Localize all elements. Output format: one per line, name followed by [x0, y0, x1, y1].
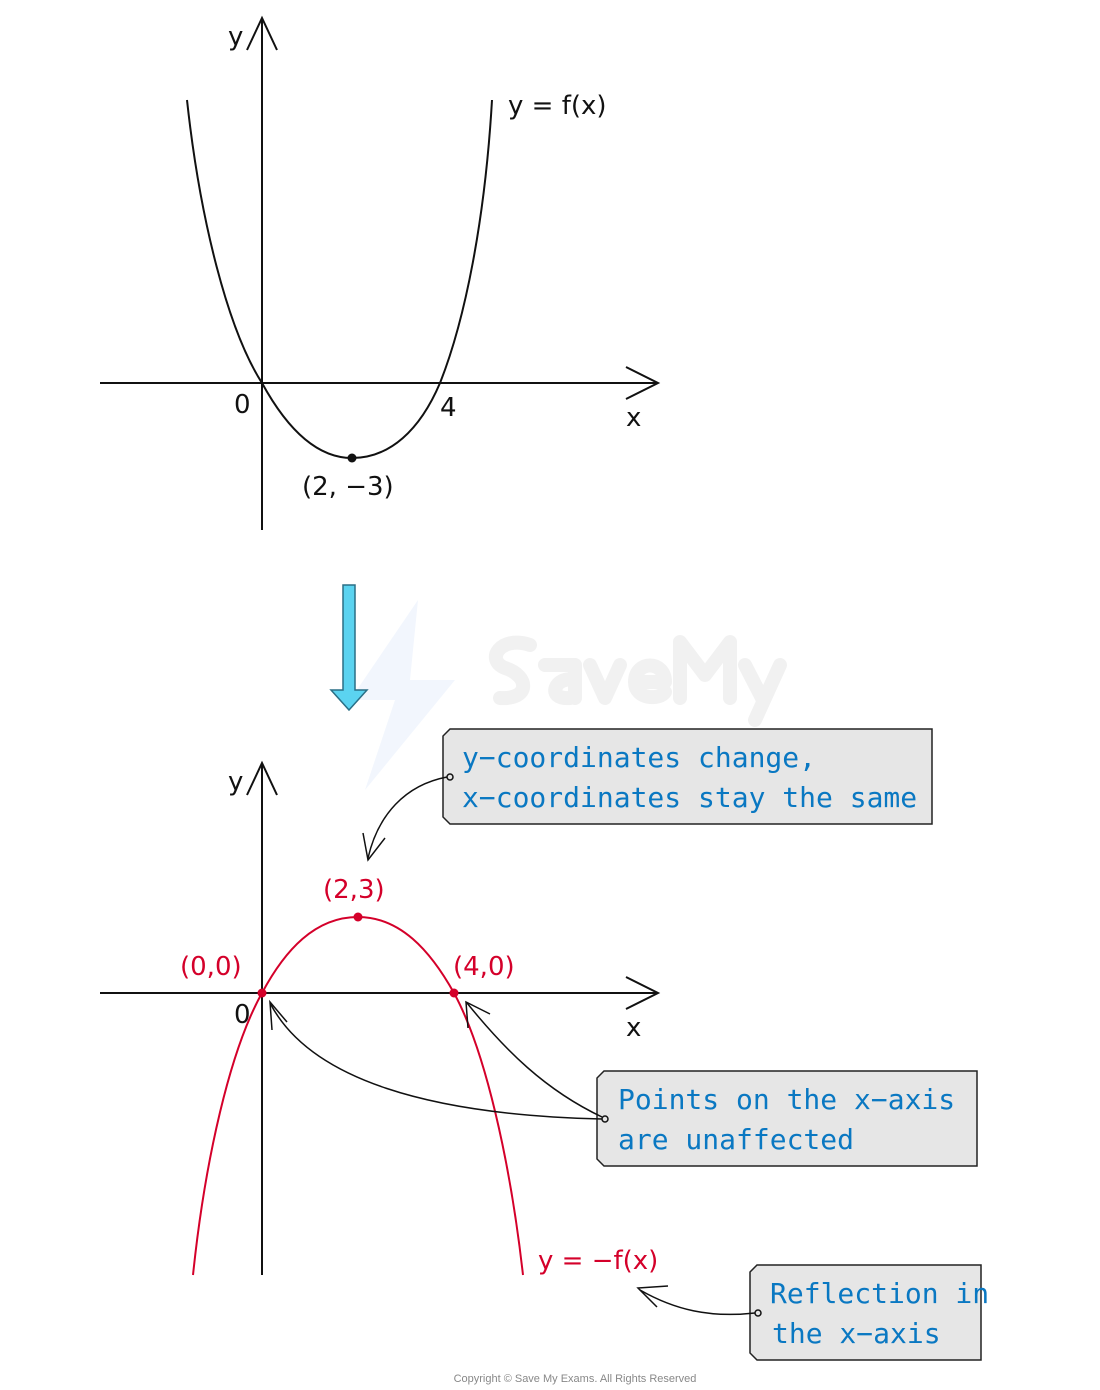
root-label: 4: [440, 393, 457, 423]
pointer-arrow: [367, 776, 448, 859]
point-root-label: (4,0): [453, 952, 515, 982]
x-axis: [100, 366, 661, 400]
pointer-arrow: [639, 1289, 756, 1316]
y-axis-label: y: [228, 767, 243, 797]
point-origin-label: (0,0): [180, 952, 242, 982]
vertex-point: [353, 912, 363, 922]
callout-reflection: Reflection in the x−axis: [636, 1264, 989, 1361]
vertex-label: (2, −3): [302, 472, 394, 502]
y-axis: [246, 760, 278, 1275]
y-axis-label: y: [228, 22, 243, 52]
origin-label: 0: [234, 390, 251, 420]
top-graph: y x 0 4 (2, −3) y = f(x): [100, 15, 661, 530]
vertex-label: (2,3): [323, 875, 385, 905]
watermark-logo: [350, 600, 787, 790]
origin-label: 0: [234, 1000, 251, 1030]
svg-text:y−coordinates change,: y−coordinates change,: [462, 741, 816, 774]
svg-text:Points on the x−axis: Points on the x−axis: [618, 1083, 955, 1116]
svg-text:x−coordinates stay the same: x−coordinates stay the same: [462, 781, 917, 814]
svg-text:Reflection in: Reflection in: [770, 1277, 989, 1310]
callout-coordinates: y−coordinates change, x−coordinates stay…: [362, 728, 933, 862]
vertex-point: [347, 453, 357, 463]
bottom-graph: y x 0 (0,0) (4,0) (2,3) y = −f(x): [100, 760, 661, 1276]
copyright-text: Copyright © Save My Exams. All Rights Re…: [454, 1373, 697, 1385]
pointer-arrow: [466, 1002, 603, 1118]
x-axis-label: x: [626, 403, 641, 433]
arrow-down-icon: [329, 584, 369, 712]
callout-x-axis-points: Points on the x−axis are unaffected: [269, 999, 978, 1167]
y-axis: [246, 15, 278, 530]
svg-text:are unaffected: are unaffected: [618, 1123, 854, 1156]
pointer-arrow: [269, 1002, 603, 1120]
origin-point: [257, 988, 267, 998]
svg-text:the x−axis: the x−axis: [772, 1317, 941, 1350]
x-axis: [100, 976, 661, 1010]
x-axis-label: x: [626, 1013, 641, 1043]
curve-label: y = f(x): [508, 91, 607, 121]
curve-label: y = −f(x): [538, 1246, 658, 1276]
root-point: [449, 988, 459, 998]
